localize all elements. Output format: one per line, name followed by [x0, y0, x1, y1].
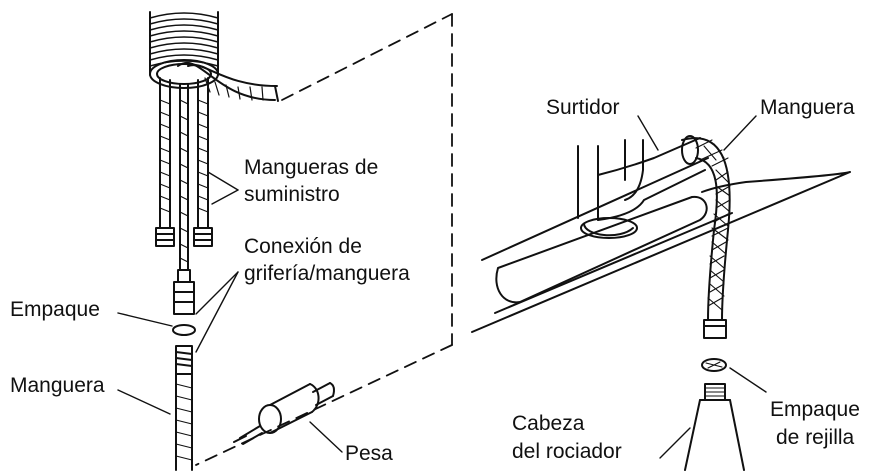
label-surtidor: Surtidor: [546, 96, 620, 119]
spray-hose-braided: [681, 137, 731, 339]
hose-weight: [233, 382, 335, 445]
leader-lines-left: [117, 171, 343, 453]
spray-hose-upper: [177, 61, 279, 102]
label-cabeza-2: del rociador: [512, 440, 622, 463]
countertop: [471, 157, 851, 333]
leader-lines-right: [637, 115, 767, 459]
label-conexion-2: grifería/manguera: [244, 262, 410, 285]
spray-head: [684, 383, 745, 471]
label-empaque-rejilla-1: Empaque: [770, 398, 860, 421]
label-mangueras-suministro-1: Mangueras de: [244, 156, 379, 179]
label-cabeza-1: Cabeza: [512, 412, 585, 435]
faucet-shank: [149, 11, 219, 89]
label-empaque: Empaque: [10, 298, 100, 321]
sink-outline: [195, 13, 453, 466]
label-pesa: Pesa: [345, 442, 393, 465]
coupling-nut: [173, 269, 195, 315]
hose-fitting: [175, 345, 193, 471]
screen-washer: [701, 358, 727, 372]
label-manguera-left: Manguera: [10, 374, 105, 397]
label-empaque-rejilla-2: de rejilla: [776, 426, 855, 449]
faucet-base: [577, 135, 706, 239]
supply-hoses: [155, 77, 213, 271]
label-mangueras-suministro-2: suministro: [244, 183, 340, 206]
label-conexion-1: Conexión de: [244, 235, 362, 258]
washer: [172, 324, 196, 336]
label-manguera-right: Manguera: [760, 96, 855, 119]
